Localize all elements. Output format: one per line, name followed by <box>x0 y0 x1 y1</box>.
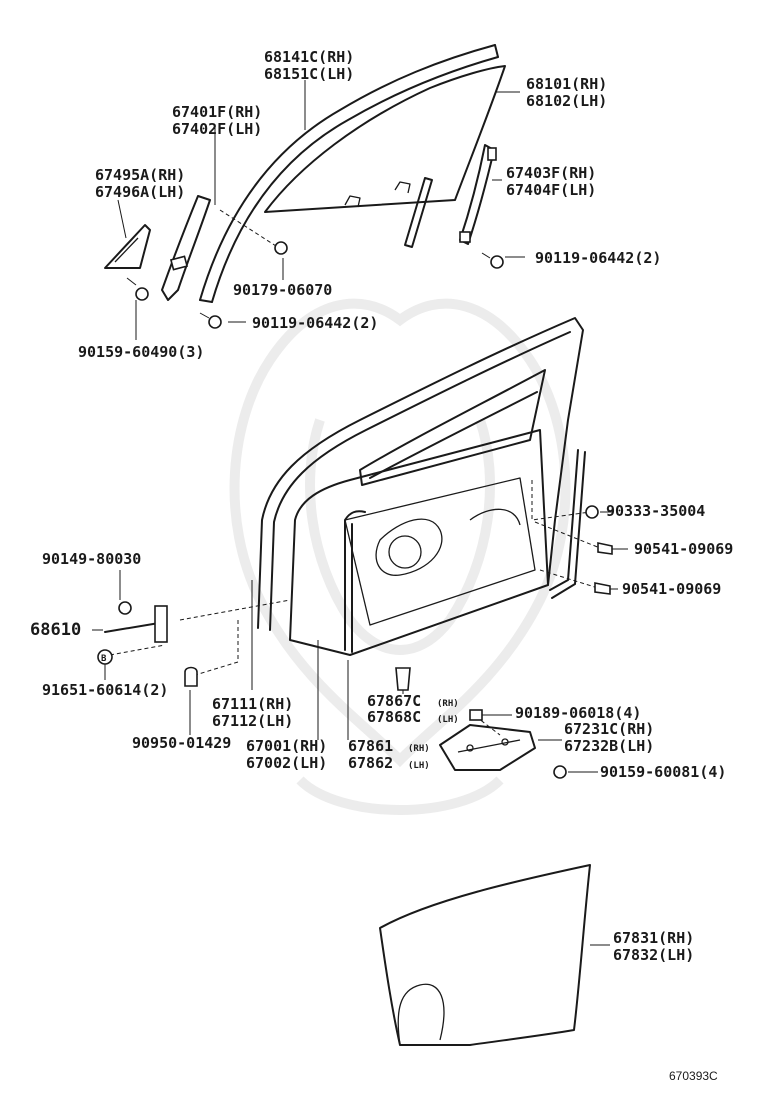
label-90159-60081: 90159-60081(4) <box>600 763 726 781</box>
label-90149-80030: 90149-80030 <box>42 550 141 568</box>
label-67867C-side: (RH) <box>437 699 459 709</box>
glass-run-strip <box>404 177 433 248</box>
label-68102: 68102(LH) <box>526 92 607 110</box>
label-67862-side: (LH) <box>408 761 430 771</box>
hole-plugs <box>585 505 613 595</box>
label-68101: 68101(RH) <box>526 75 607 93</box>
label-67402F: 67402F(LH) <box>172 120 262 138</box>
label-67831: 67831(RH) <box>613 929 694 947</box>
label-67862: 67862 <box>348 754 393 772</box>
label-67231C: 67231C(RH) <box>564 720 654 738</box>
leader-lines <box>92 80 628 946</box>
label-67861-side: (RH) <box>408 744 430 754</box>
label-67868C: 67868C <box>367 708 421 726</box>
label-67495A: 67495A(RH) <box>95 166 185 184</box>
label-90119-06442-mid: 90119-06442(2) <box>252 314 378 332</box>
diagram-reference-code: 670393C <box>669 1069 718 1083</box>
part-labels: 68141C(RH) 68151C(LH) 68101(RH) 68102(LH… <box>30 48 733 1083</box>
label-67404F: 67404F(LH) <box>506 181 596 199</box>
diagram-ref-letter-b: B <box>101 654 107 664</box>
label-90159-60490: 90159-60490(3) <box>78 343 204 361</box>
label-67112: 67112(LH) <box>212 712 293 730</box>
label-68610: 68610 <box>30 620 81 640</box>
door-trim-board <box>379 864 591 1046</box>
label-67401F: 67401F(RH) <box>172 103 262 121</box>
label-90541-09069-a: 90541-09069 <box>634 540 733 558</box>
label-67496A: 67496A(LH) <box>95 183 185 201</box>
door-check-assembly: B <box>97 601 198 687</box>
label-90119-06442-top: 90119-06442(2) <box>535 249 661 267</box>
label-67232B: 67232B(LH) <box>564 737 654 755</box>
label-67001: 67001(RH) <box>246 737 327 755</box>
front-lower-frame <box>459 144 497 245</box>
label-90541-09069-b: 90541-09069 <box>622 580 721 598</box>
door-weatherstrip <box>549 449 586 599</box>
label-67002: 67002(LH) <box>246 754 327 772</box>
rear-lower-frame <box>161 195 211 301</box>
assembly-guide-lines <box>109 209 601 736</box>
label-90333-35004: 90333-35004 <box>606 502 705 520</box>
label-91651-60614: 91651-60614(2) <box>42 681 168 699</box>
door-glass-run-channel <box>199 44 499 303</box>
label-90189-06018: 90189-06018(4) <box>515 704 641 722</box>
label-90179-06070: 90179-06070 <box>233 281 332 299</box>
door-glass <box>264 65 506 213</box>
watermark-emblem <box>229 298 571 815</box>
label-68141C: 68141C(RH) <box>264 48 354 66</box>
label-67868C-side: (LH) <box>437 715 459 725</box>
door-panel <box>257 317 584 656</box>
door-hinge-bracket <box>439 709 567 779</box>
clip-part <box>395 667 411 691</box>
fastener-screws-top <box>126 241 504 329</box>
label-67867C: 67867C <box>367 692 421 710</box>
label-90950-01429: 90950-01429 <box>132 734 231 752</box>
label-67832: 67832(LH) <box>613 946 694 964</box>
label-67403F: 67403F(RH) <box>506 164 596 182</box>
label-67861: 67861 <box>348 737 393 755</box>
door-corner-cover <box>104 224 151 269</box>
label-68151C: 68151C(LH) <box>264 65 354 83</box>
label-67111: 67111(RH) <box>212 695 293 713</box>
